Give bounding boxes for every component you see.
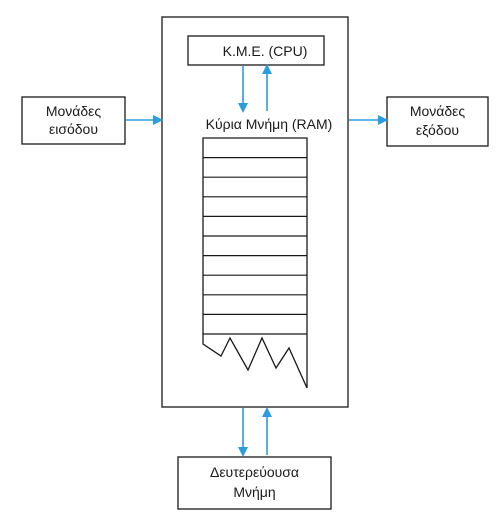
ram-label: Κύρια Μνήμη (RAM) <box>206 116 333 132</box>
input-unit-label-line2: εισόδου <box>49 121 98 137</box>
input-unit-box <box>21 96 126 145</box>
computer-box <box>161 16 349 408</box>
secondary-storage-label-line1: Δευτερεύουσα <box>210 464 299 480</box>
cpu-box <box>187 35 325 66</box>
secondary-storage-label-line2: Μνήμη <box>233 484 275 500</box>
input-unit-label-line1: Μονάδες <box>46 103 102 119</box>
memory-strip <box>202 137 308 389</box>
output-unit-label-line1: Μονάδες <box>410 103 466 119</box>
output-unit-label-line2: εξόδου <box>416 122 459 138</box>
memory-outline <box>202 137 308 389</box>
secondary-storage-box <box>177 456 332 510</box>
cpu-label: Κ.Μ.Ε. (CPU) <box>223 43 308 59</box>
